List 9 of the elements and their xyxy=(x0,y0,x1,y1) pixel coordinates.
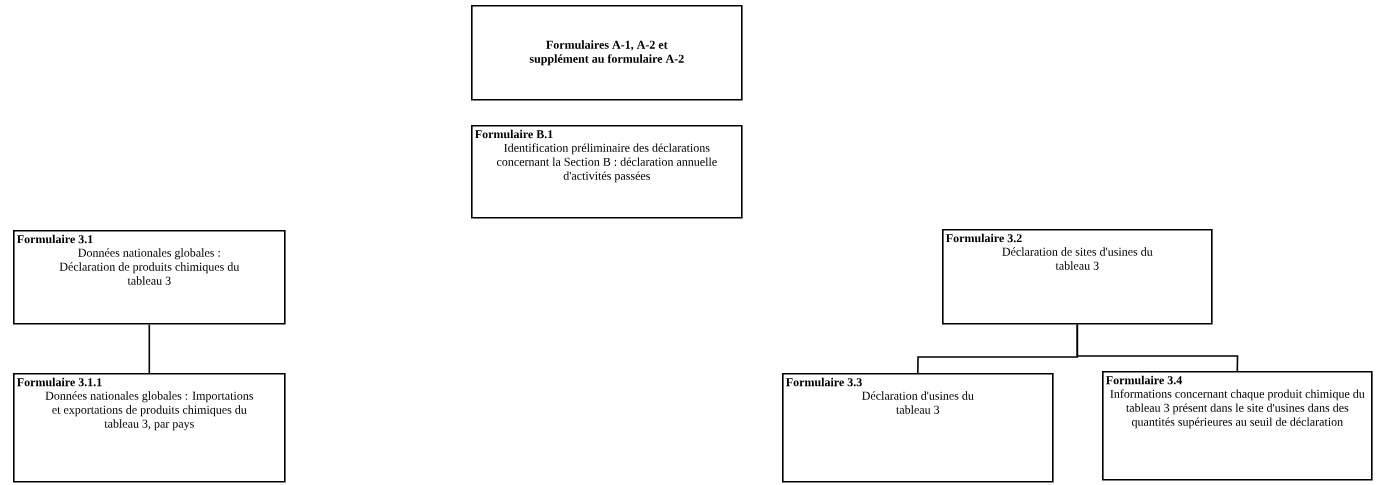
form-box: Formulaire 3.1 Données nationales globales : Déclaration de produits chimiques du tableau 3 xyxy=(13,230,286,325)
form-box: Formulaires A-1, A-2 et supplément au formulaire A-2 xyxy=(471,5,743,101)
form-box: Formulaire 3.2 Déclaration de sites d'usines du tableau 3 xyxy=(942,229,1213,325)
form-box: Formulaire 3.3 Déclaration d'usines du tableau 3 xyxy=(782,373,1054,483)
form-box: Formulaire 3.1.1 Données nationales globales : Importations et exportations de produits chimiques du tableau 3, par pays xyxy=(13,373,286,483)
connector-line xyxy=(1076,323,1239,372)
form-box: Formulaire B.1 Identification préliminaire des déclarations concernant la Section B : déclaration annuelle d'activités passées xyxy=(471,125,743,219)
form-box: Formulaire 3.4 Informations concernant chaque produit chimique du tableau 3 présent dans le site d'usines dans des quantités supérieures au seuil de déclaration xyxy=(1102,371,1373,481)
connector-line xyxy=(148,323,151,374)
